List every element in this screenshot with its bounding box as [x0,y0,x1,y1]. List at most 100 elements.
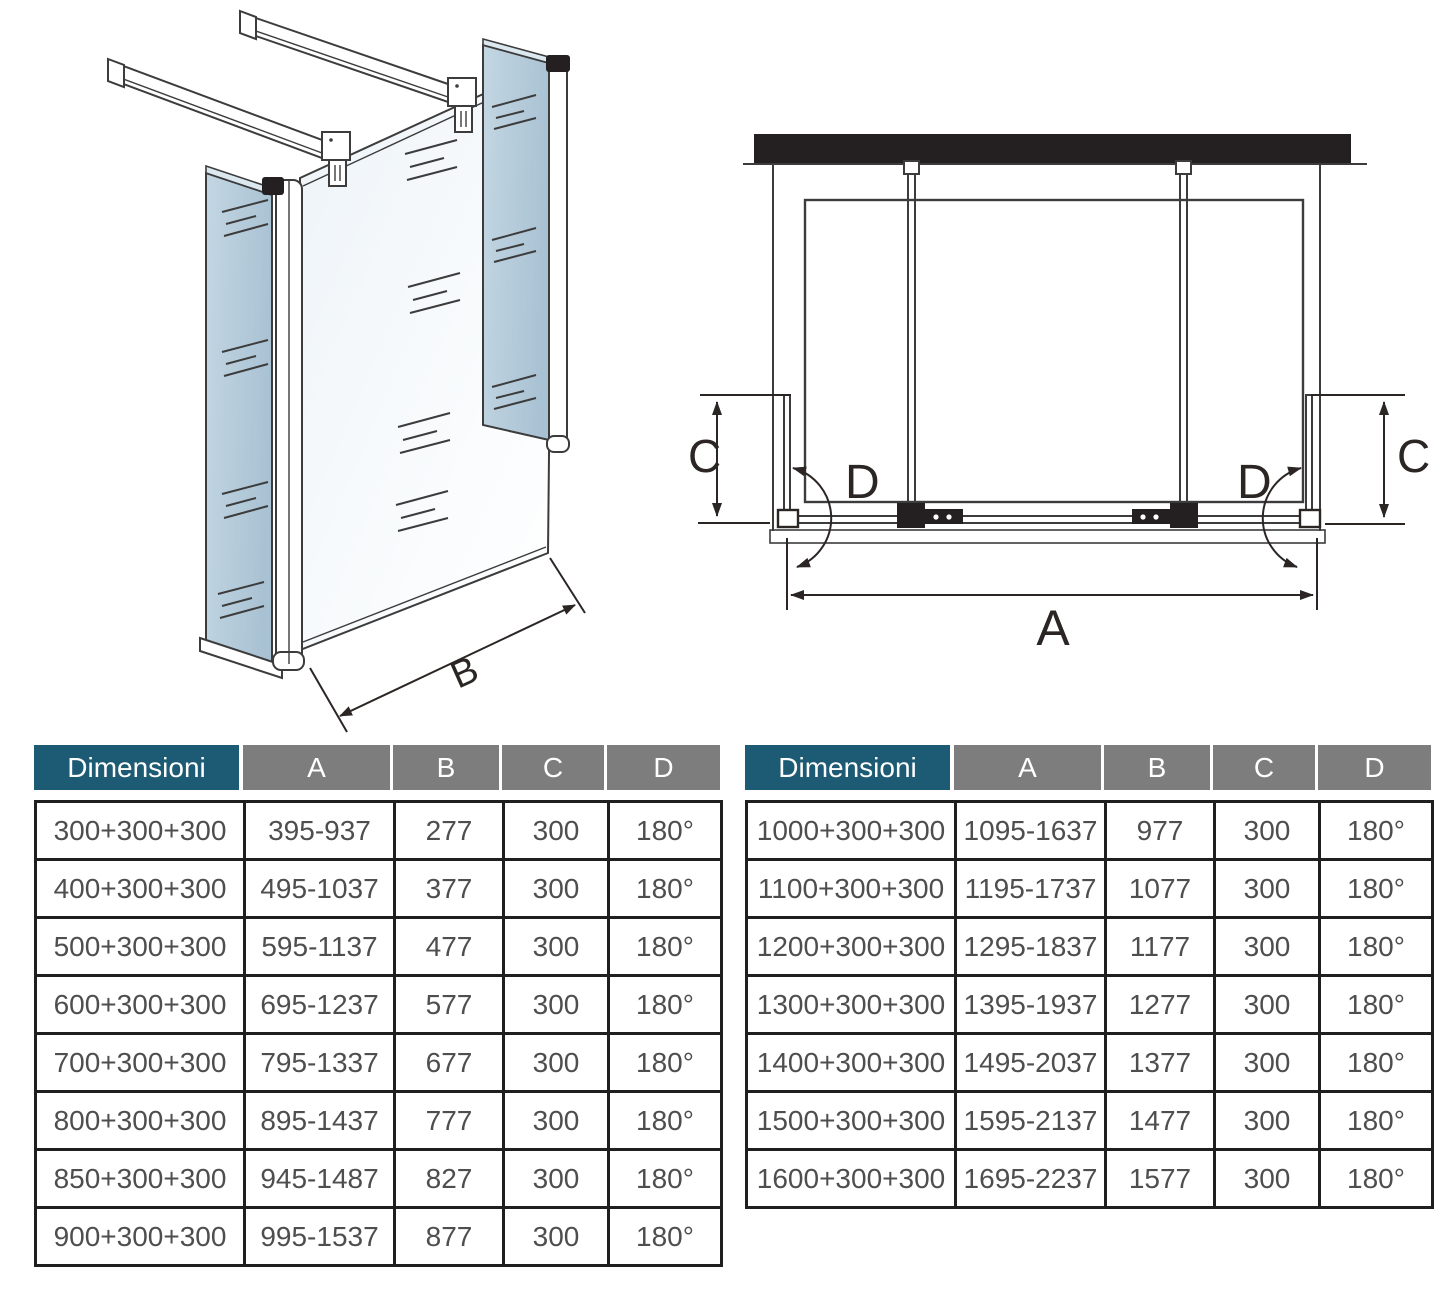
table-cell: 300 [1213,974,1321,1035]
left-side-panel [199,164,283,680]
table-cell: 695-1237 [243,974,396,1035]
table-cell: 300 [1213,858,1321,919]
table-cell: 595-1137 [243,916,396,977]
table-cell: 577 [393,974,505,1035]
table-cell: 300 [502,858,610,919]
left-hinge [776,508,800,529]
table-cell: 400+300+300 [34,858,246,919]
column-header-c: C [502,745,607,790]
glass-reflection-hatches [217,94,537,619]
isometric-shower-drawing: B [60,5,700,740]
table-cell: 1177 [1104,916,1216,977]
table-cell: 180° [1318,916,1434,977]
bar-glass-clamp [321,131,351,161]
plan-view-drawing: C C D D A [685,110,1430,680]
right-glass-clamp [1132,503,1198,528]
table-cell: 1277 [1104,974,1216,1035]
column-header-dimensioni: Dimensioni [745,745,954,790]
table-cell: 300 [1213,800,1321,861]
table-cell: 180° [607,858,723,919]
table-cell: 900+300+300 [34,1206,246,1267]
column-header-b: B [393,745,502,790]
dimension-c-right: C [1311,394,1430,525]
table-cell: 180° [607,916,723,977]
table-cell: 180° [607,1148,723,1209]
table-cell: 180° [607,1032,723,1093]
table-cell: 1577 [1104,1148,1216,1209]
bar-end-cap [239,9,257,41]
left-side-panel-top-view [783,394,791,513]
table-cell: 677 [393,1032,505,1093]
table-cell: 300 [502,800,610,861]
swing-arc-right: D [1237,456,1302,568]
table-cell: 180° [607,974,723,1035]
table-cell: 1100+300+300 [745,858,957,919]
c-left-label: C [688,430,721,482]
table-cell: 700+300+300 [34,1032,246,1093]
table-cell: 1395-1937 [954,974,1107,1035]
table-cell: 995-1537 [243,1206,396,1267]
table-cell: 300 [502,1206,610,1267]
dimension-b: B [309,557,586,733]
table-cell: 827 [393,1148,505,1209]
table-cell: 1000+300+300 [745,800,957,861]
bar-end-cap [107,57,125,89]
table-cell: 600+300+300 [34,974,246,1035]
left-top-clamp-icon [262,177,284,195]
table-cell: 180° [1318,974,1434,1035]
enclosure-outline [803,198,1305,504]
table-cell: 180° [1318,1148,1434,1209]
table-cell: 1495-2037 [954,1032,1107,1093]
table-cell: 180° [1318,1032,1434,1093]
table-cell: 300 [502,1032,610,1093]
b-dimension-label: B [445,649,485,698]
table-cell: 477 [393,916,505,977]
column-header-d: D [607,745,720,790]
table-cell: 977 [1104,800,1216,861]
column-header-a: A [243,745,393,790]
bar-glass-clamp [447,77,477,107]
fixed-glass-top-view [797,515,1301,524]
left-hinge-post [262,177,305,671]
dimension-a: A [786,538,1318,656]
d-left-label: D [845,456,880,509]
bottom-profile [769,529,1326,544]
table-cell: 1695-2237 [954,1148,1107,1209]
table-cell: 300 [502,1148,610,1209]
column-header-c: C [1213,745,1318,790]
right-side-panel-top-view [1305,394,1313,513]
wall [743,134,1367,165]
table-cell: 1077 [1104,858,1216,919]
left-glass-clamp [897,503,963,528]
table-cell: 180° [607,1090,723,1151]
table-cell: 300 [1213,1148,1321,1209]
table-cell: 300 [1213,1032,1321,1093]
table-cell: 777 [393,1090,505,1151]
table-cell: 180° [1318,858,1434,919]
table-cell: 180° [607,1206,723,1267]
support-bar-left-top [903,160,920,508]
table-cell: 395-937 [243,800,396,861]
table-cell: 300 [502,1090,610,1151]
table-cell: 1600+300+300 [745,1148,957,1209]
table-cell: 180° [1318,1090,1434,1151]
table-cell: 180° [607,800,723,861]
support-bar-right-top [1175,160,1192,508]
column-header-d: D [1318,745,1431,790]
